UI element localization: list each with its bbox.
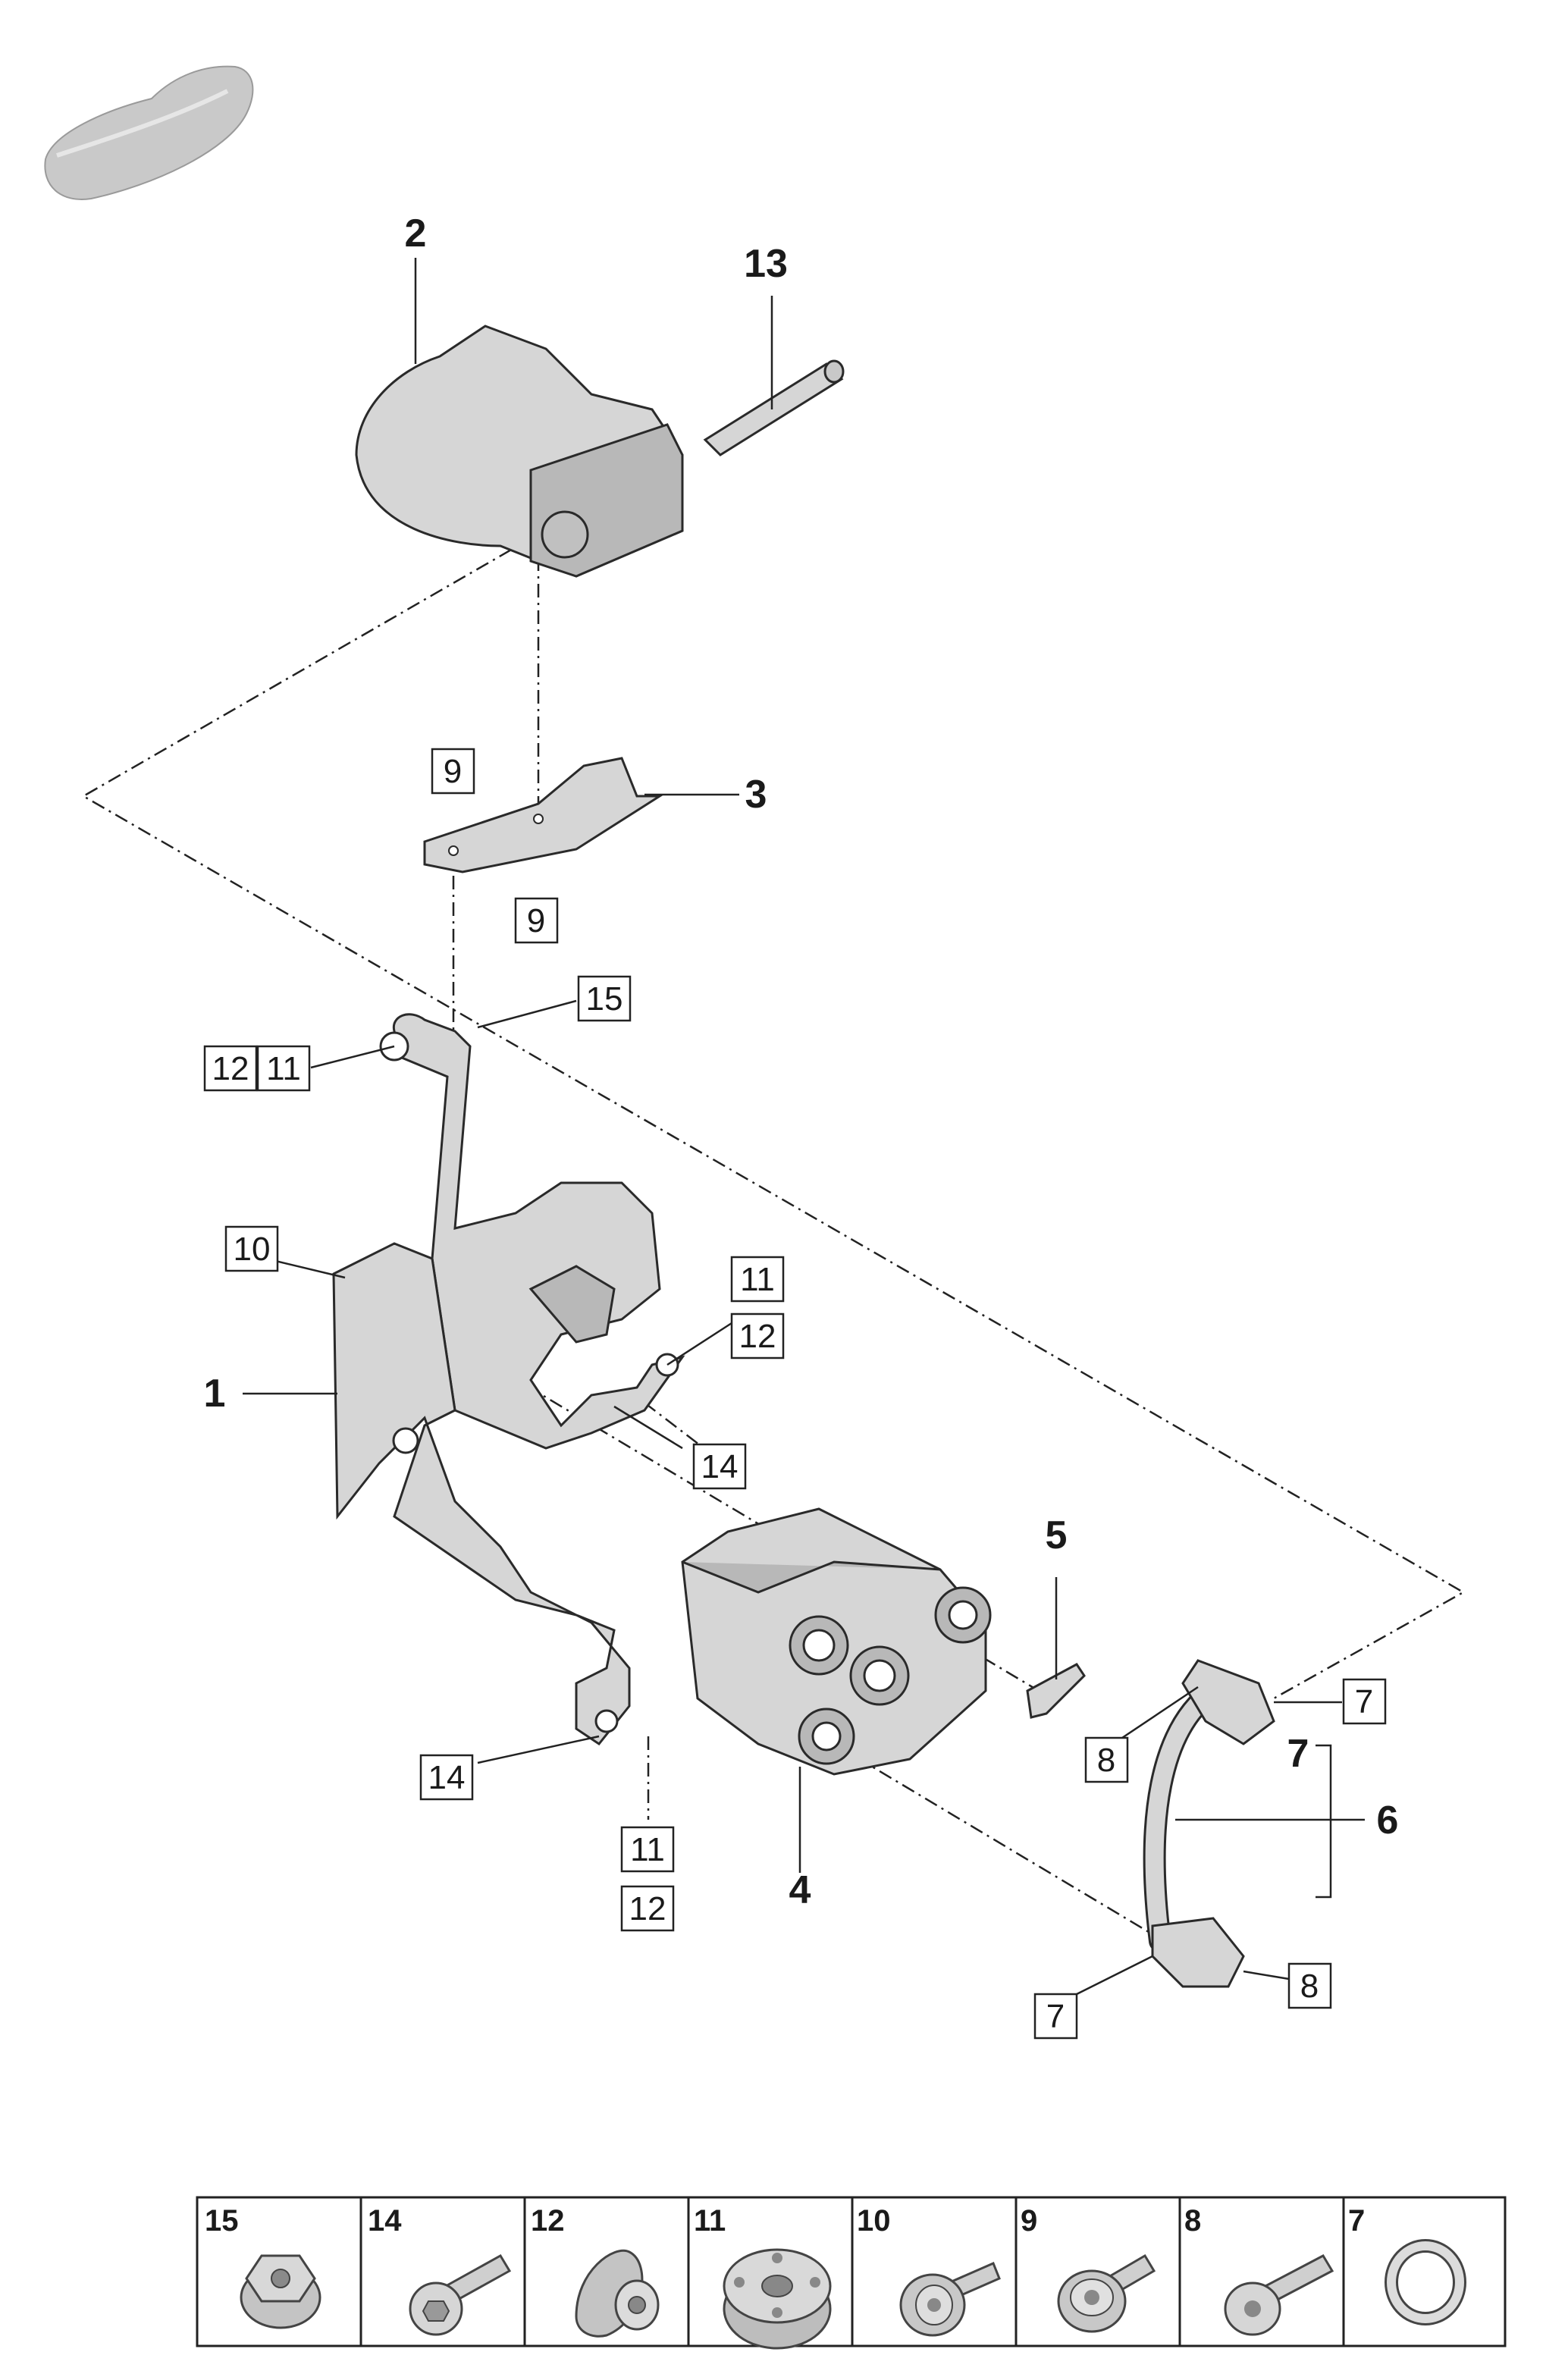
legend-item-14: 14 bbox=[368, 2204, 512, 2336]
torx-screw-icon bbox=[1057, 2253, 1156, 2333]
hex-bolt-icon bbox=[409, 2253, 512, 2336]
part-4-heat-exchanger bbox=[681, 1507, 992, 1776]
callout-7: 7 bbox=[1287, 1732, 1309, 1776]
svg-text:14: 14 bbox=[701, 1448, 739, 1485]
part-13-pin bbox=[703, 359, 845, 456]
legend-item-10: 10 bbox=[857, 2204, 1001, 2337]
boxed-labels: 9 9 15 12 11 10 11 12 bbox=[203, 748, 1387, 2040]
boxed-label-9: 9 bbox=[431, 748, 475, 795]
legend-item-12: 12 bbox=[531, 2204, 660, 2338]
legend-item-15: 15 bbox=[205, 2204, 321, 2329]
callout-2: 2 bbox=[405, 212, 427, 256]
leader-lines bbox=[243, 258, 1365, 1996]
svg-text:9: 9 bbox=[527, 902, 545, 939]
svg-text:11: 11 bbox=[266, 1050, 301, 1087]
torx-bolt-icon bbox=[1224, 2254, 1334, 2336]
callout-3: 3 bbox=[745, 773, 767, 817]
svg-text:15: 15 bbox=[205, 2204, 239, 2238]
svg-text:8: 8 bbox=[1184, 2204, 1201, 2238]
flange-nut-icon bbox=[240, 2254, 321, 2329]
boxed-label-11: 11 bbox=[256, 1045, 311, 1092]
svg-text:10: 10 bbox=[234, 1231, 271, 1268]
stepped-nut-icon bbox=[575, 2249, 660, 2338]
svg-text:15: 15 bbox=[586, 980, 623, 1018]
boxed-label-7: 7 bbox=[1033, 1993, 1078, 2040]
o-ring-icon bbox=[1385, 2239, 1466, 2325]
part-2-module-housing bbox=[355, 325, 684, 578]
flat-head-bolt-icon bbox=[899, 2262, 1001, 2337]
callout-numbers: 2 13 3 1 5 4 7 6 bbox=[204, 212, 1399, 1912]
callout-4: 4 bbox=[789, 1868, 811, 1912]
svg-text:11: 11 bbox=[740, 1261, 775, 1298]
boxed-label-8: 8 bbox=[1084, 1736, 1129, 1783]
svg-text:7: 7 bbox=[1348, 2204, 1365, 2238]
svg-text:9: 9 bbox=[444, 753, 462, 790]
callout-5: 5 bbox=[1046, 1513, 1068, 1557]
boxed-label-11: 11 bbox=[730, 1256, 785, 1303]
callout-13: 13 bbox=[744, 242, 788, 286]
svg-text:14: 14 bbox=[428, 1759, 466, 1796]
part-5-clip bbox=[1026, 1663, 1086, 1719]
part-1-main-bracket bbox=[332, 1013, 685, 1746]
callout-6: 6 bbox=[1377, 1799, 1399, 1842]
boxed-label-11: 11 bbox=[620, 1826, 675, 1873]
svg-text:11: 11 bbox=[694, 2204, 726, 2238]
part-3-bracket-plate bbox=[423, 757, 664, 873]
svg-text:12: 12 bbox=[212, 1050, 249, 1087]
svg-text:7: 7 bbox=[1355, 1683, 1373, 1720]
boxed-label-9: 9 bbox=[514, 897, 559, 944]
boxed-label-12: 12 bbox=[620, 1885, 675, 1932]
legend-item-7: 7 bbox=[1348, 2204, 1466, 2325]
boxed-label-12: 12 bbox=[730, 1312, 785, 1359]
legend-item-11: 11 bbox=[694, 2204, 832, 2350]
svg-text:10: 10 bbox=[857, 2204, 891, 2238]
svg-text:8: 8 bbox=[1300, 1968, 1319, 2005]
boxed-label-15: 15 bbox=[577, 975, 632, 1022]
boxed-label-7: 7 bbox=[1342, 1678, 1387, 1725]
hardware-legend: 15 14 12 11 bbox=[196, 2196, 1507, 2350]
grommet-icon bbox=[723, 2248, 832, 2350]
svg-text:8: 8 bbox=[1097, 1742, 1115, 1779]
callout-1: 1 bbox=[204, 1372, 226, 1416]
svg-text:12: 12 bbox=[629, 1890, 666, 1927]
svg-text:12: 12 bbox=[531, 2204, 565, 2238]
svg-text:14: 14 bbox=[368, 2204, 402, 2238]
svg-text:9: 9 bbox=[1021, 2204, 1037, 2238]
boxed-label-14: 14 bbox=[692, 1443, 747, 1490]
car-silhouette-icon bbox=[44, 65, 254, 200]
svg-text:11: 11 bbox=[630, 1831, 665, 1868]
boxed-label-10: 10 bbox=[224, 1225, 279, 1272]
legend-item-9: 9 bbox=[1021, 2204, 1156, 2333]
boxed-label-8: 8 bbox=[1287, 1962, 1332, 2009]
svg-text:12: 12 bbox=[739, 1318, 776, 1355]
svg-text:7: 7 bbox=[1046, 1998, 1065, 2035]
boxed-label-14: 14 bbox=[419, 1754, 474, 1801]
legend-item-8: 8 bbox=[1184, 2204, 1334, 2336]
boxed-label-12: 12 bbox=[203, 1045, 258, 1092]
part-6-coolant-pipe bbox=[1143, 1659, 1275, 1988]
